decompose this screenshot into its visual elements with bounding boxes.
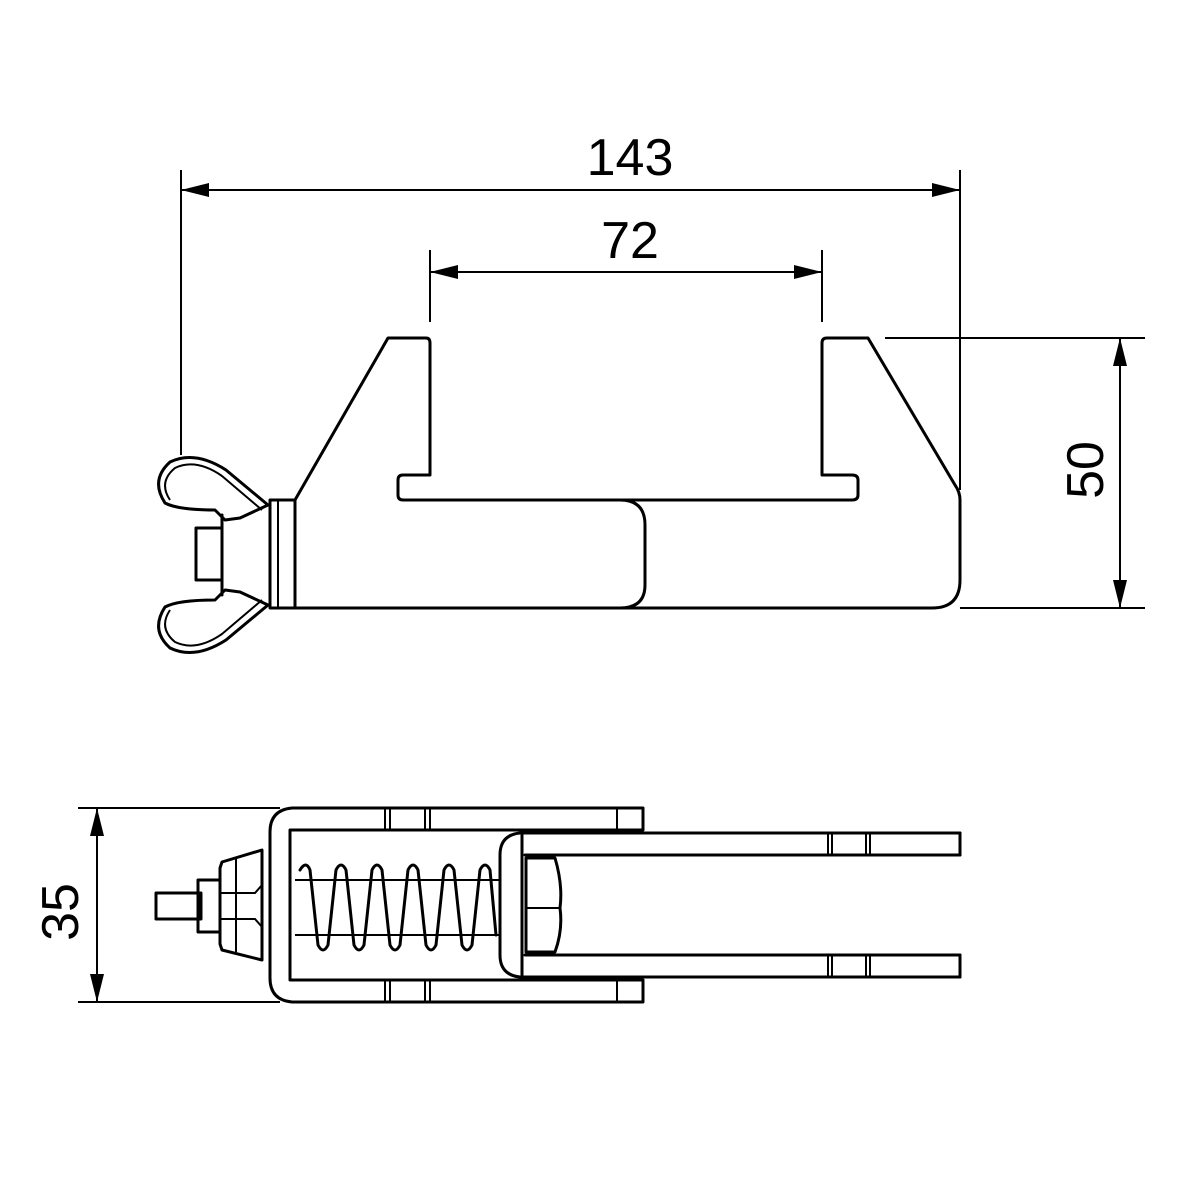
dimension-jaw-opening: 72	[429, 212, 823, 322]
dimension-label-72: 72	[601, 212, 659, 270]
wing-nut	[157, 456, 270, 654]
hex-nut	[524, 856, 563, 954]
clamp-body	[293, 336, 962, 610]
dimension-width: 35	[32, 807, 280, 1003]
dimension-height: 50	[885, 337, 1145, 609]
spring	[295, 863, 500, 952]
housing	[268, 806, 645, 1004]
washer	[268, 498, 297, 610]
fork	[498, 831, 962, 979]
bolt-assembly	[154, 848, 264, 962]
dimension-label-143: 143	[587, 129, 674, 187]
top-view: 35	[32, 806, 962, 1004]
dimension-overall-length: 143	[180, 129, 961, 490]
side-view: 143 72 50	[157, 129, 1145, 654]
dimension-label-50: 50	[1057, 441, 1115, 499]
dimension-label-35: 35	[32, 883, 90, 941]
